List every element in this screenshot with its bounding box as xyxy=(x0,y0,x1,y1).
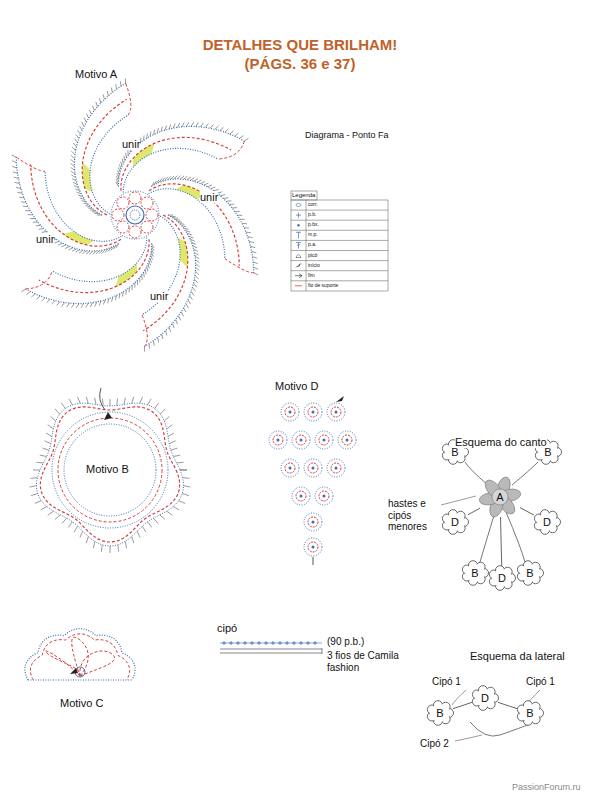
cipo-drawing xyxy=(220,641,322,654)
node-letter: A xyxy=(496,491,503,503)
scheme-note-text: hastes e cipós menores xyxy=(388,498,427,532)
motif-cloud: B xyxy=(462,561,488,585)
legend-entry: m.p. xyxy=(308,232,318,237)
node-letter: B xyxy=(471,567,478,579)
motif-cloud: B xyxy=(517,701,543,725)
motif-title-text: Motivo D xyxy=(275,380,318,392)
motif-title: Motivo A xyxy=(75,68,117,81)
diagram-heading-text: Diagrama - Ponto Fa xyxy=(305,130,389,140)
join-note: unir xyxy=(122,138,140,151)
vine-stem xyxy=(500,517,501,566)
motif-a-symbol: A xyxy=(480,477,520,517)
vine-label-text: Cipó 1 xyxy=(432,676,461,687)
vine-label-text: Cipó 2 xyxy=(420,738,449,749)
vine-label: Cipó 1 xyxy=(432,676,461,688)
watermark-text: PassionForum.ru xyxy=(512,782,581,792)
motif-title: Motivo D xyxy=(275,380,318,393)
legend-heading: Legenda xyxy=(292,192,315,199)
scheme-stems xyxy=(441,462,540,741)
legend-entry: início xyxy=(308,263,320,268)
legend-text: p.a. xyxy=(308,241,316,247)
motif-title: Motivo C xyxy=(60,697,103,710)
legend-text: início xyxy=(308,262,320,268)
legend-text: p.b. xyxy=(308,211,316,217)
node-letter: B xyxy=(526,567,533,579)
legend-entry: p.a. xyxy=(308,242,316,247)
node-letter: D xyxy=(498,572,506,584)
legend-text: m.p. xyxy=(308,231,318,237)
join-note-text: unir xyxy=(36,233,54,245)
motif-title: Motivo B xyxy=(86,463,129,476)
motif-cloud: B xyxy=(427,701,453,725)
motif-a-drawing xyxy=(12,78,258,351)
join-note-text: unir xyxy=(200,191,218,203)
vine-stem xyxy=(498,702,517,708)
node-letter: B xyxy=(436,707,443,719)
vine-label: Cipó 1 xyxy=(526,676,555,688)
vine-label: Cipó 2 xyxy=(420,738,449,750)
legend-text: p.bx. xyxy=(308,221,319,227)
vine-stem xyxy=(468,508,480,515)
legend-entry: p.bx. xyxy=(308,222,319,227)
motif-c-drawing xyxy=(25,629,135,680)
motif-title-text: Motivo A xyxy=(75,68,117,80)
yarn-note: 3 fios de Camila fashion xyxy=(327,650,422,673)
node-letter: D xyxy=(481,692,489,704)
join-note-text: unir xyxy=(150,290,168,302)
motif-cloud: B xyxy=(517,561,543,585)
motif-title-text: Motivo C xyxy=(60,697,103,709)
legend-entry: fim xyxy=(308,273,315,278)
motif-cloud: D xyxy=(534,510,560,534)
scheme-title: Esquema do canto xyxy=(455,436,547,449)
node-letter: D xyxy=(543,516,551,528)
legend-text: fim xyxy=(308,272,315,278)
join-note-text: unir xyxy=(122,138,140,150)
node-letter: D xyxy=(451,516,459,528)
legend-entry: picô xyxy=(308,253,317,258)
join-note: unir xyxy=(200,191,218,204)
page-title: DETALHES QUE BRILHAM! (PÁGS. 36 e 37) xyxy=(185,36,415,74)
legend-text: picô xyxy=(308,252,317,258)
motif-cloud: D xyxy=(442,510,468,534)
vine-label-text: Cipó 1 xyxy=(526,676,555,687)
motif-cloud: D xyxy=(489,566,515,590)
legend-heading-text: Legenda xyxy=(292,192,315,198)
legend-text: corr. xyxy=(308,201,318,207)
stitch-count-text: (90 p.b.) xyxy=(327,636,364,647)
vine-stem xyxy=(520,508,534,515)
legend-entry: p.b. xyxy=(308,212,316,217)
legend-text: fio de suporte xyxy=(308,282,338,288)
join-note: unir xyxy=(150,290,168,303)
legend-entry: corr. xyxy=(308,202,318,207)
scheme-title: Esquema da lateral xyxy=(470,650,565,663)
join-note: unir xyxy=(36,233,54,246)
yarn-note-text: 3 fios de Camila fashion xyxy=(327,650,399,673)
node-letter: B xyxy=(526,707,533,719)
stitch-count: (90 p.b.) xyxy=(327,636,364,648)
motif-title-text: Motivo B xyxy=(86,463,129,475)
vine-stem xyxy=(453,702,472,708)
motif-d-drawing xyxy=(269,396,356,565)
scheme-title-text: Esquema do canto xyxy=(455,436,547,448)
watermark: PassionForum.ru xyxy=(512,782,581,792)
motif-b-drawing xyxy=(30,388,191,553)
cipo-title-text: cipó xyxy=(217,622,237,634)
legend-table xyxy=(291,191,388,291)
cipo-title: cipó xyxy=(217,622,237,635)
motif-cloud: D xyxy=(472,686,498,710)
legend-entry: fio de suporte xyxy=(308,283,338,288)
scheme-note: hastes e cipós menores xyxy=(388,498,442,533)
diagram-heading: Diagrama - Ponto Fa xyxy=(305,130,389,140)
scheme-title-text: Esquema da lateral xyxy=(470,650,565,662)
